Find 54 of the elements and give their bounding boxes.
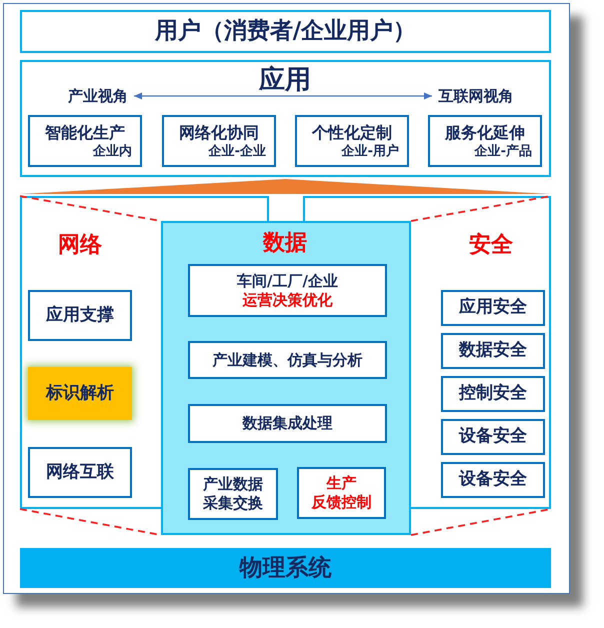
mode-title: 智能化生产 [45, 123, 125, 143]
goal-label: 运营决策优化 [242, 290, 332, 310]
function-label: 生产反馈控制 [310, 474, 372, 512]
security-function-box [441, 376, 545, 412]
panel-title: 应用 [259, 64, 311, 96]
security-function-box [441, 419, 545, 455]
security-function-box [441, 290, 545, 326]
security-function-box [441, 462, 545, 498]
security-panel [411, 196, 551, 509]
mode-scope-label: 企业-用户 [342, 144, 399, 160]
function-label: 设备安全 [459, 469, 527, 491]
security-function-box [441, 333, 545, 369]
network-panel [20, 196, 161, 509]
application-mode-box [162, 115, 276, 167]
function-label: 产业建模、仿真与分析 [212, 350, 362, 370]
function-label: 车间/工厂/企业 [237, 272, 338, 290]
function-label: 设备安全 [459, 426, 527, 448]
function-box [28, 447, 132, 498]
application-mode-box [428, 115, 542, 167]
layer-title: 用户（消费者/企业用户） [154, 17, 416, 46]
mode-title: 个性化定制 [312, 123, 392, 143]
perspective-label: 互联网视角 [432, 86, 520, 106]
highlighted-function-box [28, 367, 132, 420]
function-label: 应用支撑 [46, 304, 114, 326]
user-layer-box [20, 10, 551, 53]
application-layer-panel [20, 60, 551, 177]
function-label: 网络互联 [46, 462, 114, 484]
data-function-box [188, 468, 278, 520]
panel-title: 安全 [469, 231, 513, 259]
double-arrow [134, 92, 432, 100]
function-label: 产业数据采集交换 [202, 475, 264, 513]
application-mode-box [28, 115, 142, 167]
mode-title: 网络化协同 [179, 123, 259, 143]
mode-title: 服务化延伸 [445, 123, 525, 143]
application-mode-box [295, 115, 409, 167]
function-label: 应用安全 [459, 297, 527, 319]
panel-title: 数据 [263, 229, 307, 257]
function-label: 数据集成处理 [242, 414, 332, 433]
physical-system-bar [20, 548, 551, 588]
perspective-label: 产业视角 [62, 86, 134, 106]
mode-scope-label: 企业-企业 [208, 144, 266, 160]
panel-title: 网络 [58, 231, 102, 259]
data-panel [161, 221, 411, 535]
function-label: 标识解析 [46, 382, 114, 404]
mode-scope-label: 企业内 [93, 144, 132, 160]
function-box [28, 290, 132, 341]
data-function-box [188, 341, 387, 379]
function-label: 数据安全 [459, 340, 527, 362]
layer-title: 物理系统 [240, 554, 332, 582]
mode-scope-label: 企业-产品 [474, 144, 532, 160]
function-label: 控制安全 [459, 383, 527, 405]
data-function-box [188, 264, 387, 317]
data-function-box [188, 404, 387, 443]
data-function-box [297, 467, 386, 519]
